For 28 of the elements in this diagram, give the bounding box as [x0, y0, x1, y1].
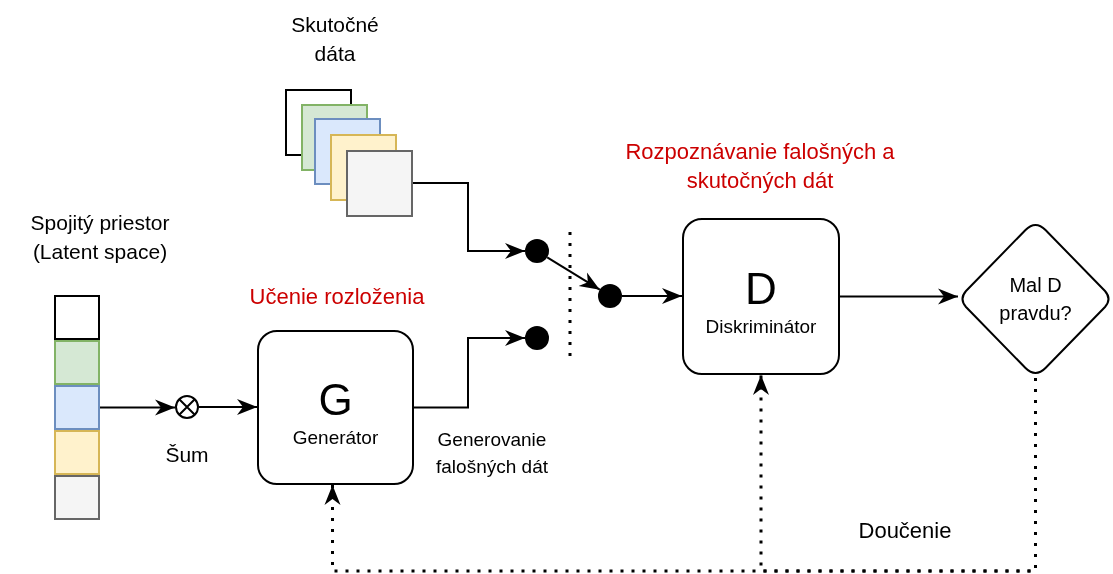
annotation-text: Rozpoznávanie falošných a skutočných dát — [624, 138, 896, 195]
multiply-circle-icon — [175, 395, 199, 419]
decision-text: Mal D pravdu? — [998, 273, 1073, 326]
arrow — [839, 288, 959, 305]
arrow — [412, 182, 526, 259]
arrow — [99, 399, 176, 416]
arrow — [413, 330, 526, 409]
node-label: Diskriminátor — [705, 314, 817, 339]
vector-cell — [54, 385, 100, 430]
node-letter: D — [745, 262, 777, 315]
vector-cell — [54, 340, 100, 385]
node-letter: G — [318, 373, 353, 426]
caption-text: Šum — [164, 442, 210, 468]
arrow — [198, 399, 258, 415]
caption-text: Skutočné dáta — [290, 12, 380, 67]
arrow — [546, 256, 601, 291]
process-box — [257, 330, 414, 485]
caption-text: Generovanie falošných dát — [435, 428, 549, 479]
arrow — [621, 288, 683, 304]
vector-cell — [54, 430, 100, 475]
caption-text: Spojitý priestor (Latent space) — [29, 210, 171, 265]
annotation-text: Doučenie — [857, 517, 953, 545]
vector-cell — [54, 475, 100, 520]
process-box — [682, 218, 840, 375]
vector-cell — [54, 295, 100, 340]
annotation-text: Učenie rozloženia — [248, 283, 426, 311]
data-stack-drawing — [285, 89, 413, 217]
node-label: Generátor — [292, 425, 379, 450]
